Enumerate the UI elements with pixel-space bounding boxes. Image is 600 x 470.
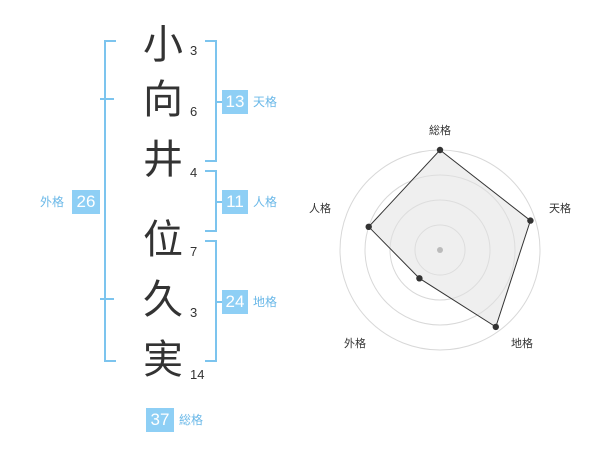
chikaku-badge: 24 (222, 290, 248, 314)
name-char-1: 小 (143, 22, 183, 68)
stroke-count-3: 4 (190, 165, 198, 180)
jinkaku-label: 人格 (253, 195, 278, 209)
name-char-6: 実 (143, 337, 183, 383)
radar-polygon (368, 149, 531, 328)
gaikaku-tick-top (100, 98, 114, 100)
gaikaku-tick-bottom (100, 298, 114, 300)
name-char-4: 位 (143, 217, 183, 263)
radar-point-3 (416, 275, 423, 282)
radar-center-dot (437, 247, 443, 253)
jinkaku-badge: 11 (222, 190, 248, 214)
tenkaku-label: 天格 (253, 95, 278, 109)
radar-point-0 (436, 146, 444, 154)
radar-label-gaikaku: 外格 (344, 336, 366, 350)
radar-point-4 (365, 223, 372, 230)
stroke-count-4: 7 (190, 244, 198, 259)
radar-label-chikaku: 地格 (511, 336, 533, 350)
radar-label-tenkaku: 天格 (549, 201, 571, 215)
radar-label-soukaku: 総格 (429, 123, 451, 137)
name-char-2: 向 (143, 77, 183, 123)
gaikaku-label: 外格 (40, 195, 65, 209)
radar-point-1 (527, 217, 534, 224)
stroke-count-5: 3 (190, 305, 198, 320)
radar-point-2 (492, 323, 499, 331)
gaikaku-bracket (104, 40, 116, 362)
soukaku-badge: 37 (146, 408, 174, 432)
chikaku-label: 地格 (253, 295, 278, 309)
chikaku-tick (215, 301, 223, 303)
tenkaku-tick (215, 101, 223, 103)
radar-label-jinkaku: 人格 (309, 201, 331, 215)
stroke-count-2: 6 (190, 104, 198, 119)
gaikaku-badge: 26 (72, 190, 100, 214)
soukaku-label: 総格 (179, 413, 204, 427)
name-char-5: 久 (143, 277, 183, 323)
stroke-count-1: 3 (190, 43, 198, 58)
tenkaku-badge: 13 (222, 90, 248, 114)
stroke-count-6: 14 (190, 367, 205, 382)
name-char-3: 井 (143, 137, 183, 183)
jinkaku-tick (215, 201, 223, 203)
